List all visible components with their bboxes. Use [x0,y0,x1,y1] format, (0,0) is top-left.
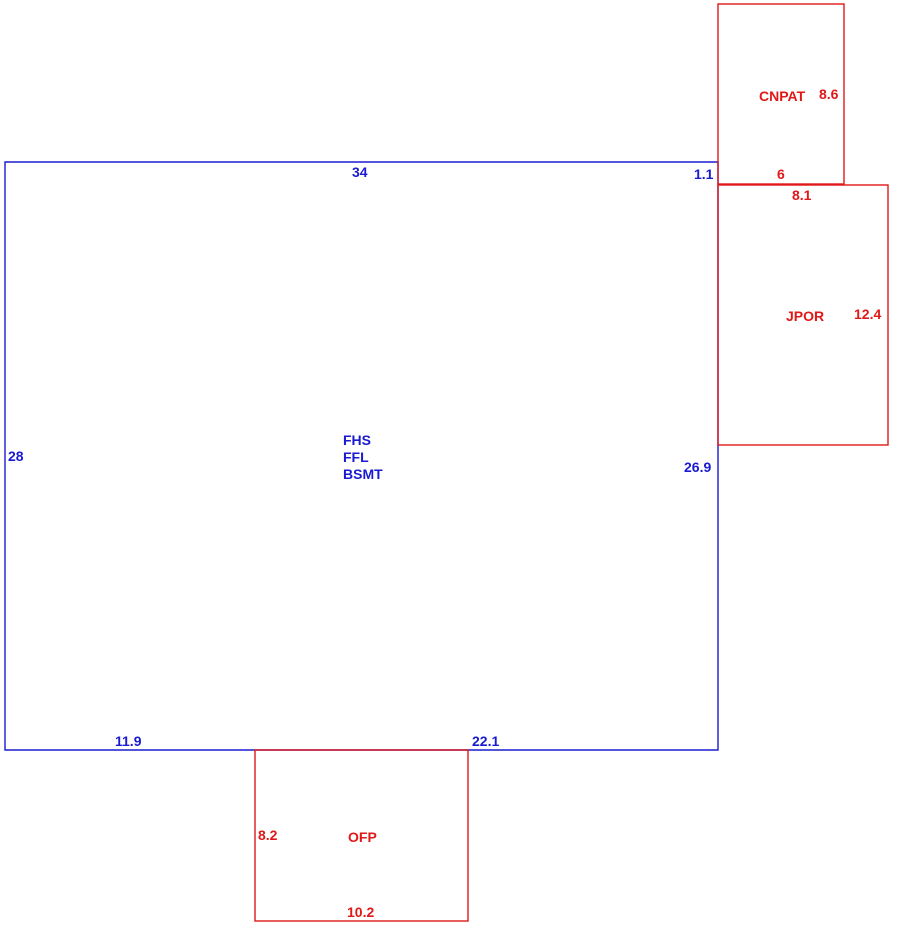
cnpat-outline [717,3,845,185]
main-left-dimension: 28 [8,448,24,464]
jpor-label: JPOR [786,308,824,324]
ofp-label: OFP [348,829,377,845]
ofp-outline [254,749,469,922]
main-area-label-fhs: FHS [343,432,371,448]
main-bottom-right-dimension: 22.1 [472,733,499,749]
cnpat-area: CNPAT 8.6 6 [717,3,845,185]
jpor-top-dimension: 8.1 [792,187,812,203]
main-area-label-ffl: FFL [343,449,369,465]
main-area-label-bsmt: BSMT [343,466,383,482]
ofp-area: OFP 8.2 10.2 [254,749,469,922]
main-right-dimension: 26.9 [684,459,711,475]
cnpat-bottom-dimension: 6 [777,166,785,182]
main-top-right-step-dimension: 1.1 [694,166,714,182]
main-living-area: 34 1.1 28 26.9 11.9 22.1 FHS FFL BSMT [4,161,719,751]
cnpat-side-dimension: 8.6 [819,86,839,102]
jpor-outline [717,184,889,446]
main-bottom-left-dimension: 11.9 [115,733,142,749]
jpor-area: JPOR 8.1 12.4 [717,184,889,446]
cnpat-label: CNPAT [759,88,806,104]
ofp-bottom-dimension: 10.2 [347,904,374,920]
ofp-side-dimension: 8.2 [258,827,278,843]
jpor-side-dimension: 12.4 [854,306,881,322]
main-top-dimension: 34 [352,164,368,180]
